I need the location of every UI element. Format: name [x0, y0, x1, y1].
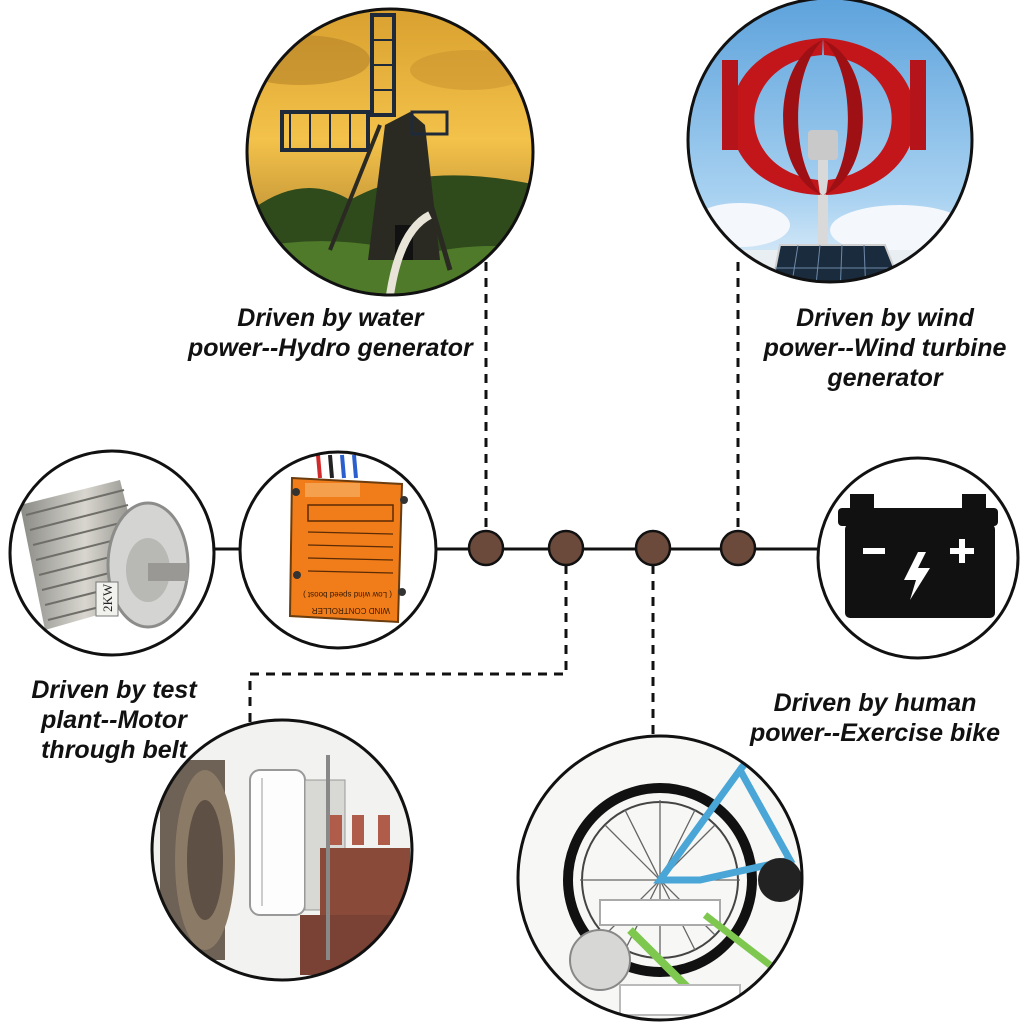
belt-dashed-line: [248, 565, 568, 730]
motor-label-line: plant--Motor: [41, 706, 187, 734]
bike-label-line: power--Exercise bike: [749, 719, 1001, 747]
hydro-generator-photo: [245, 7, 535, 297]
junction-node: [719, 529, 757, 567]
junction-node: [467, 529, 505, 567]
wind-turbine-photo: [686, 0, 974, 284]
controller-label: WIND CONTROLLER: [312, 606, 390, 615]
junction-nodes: [467, 529, 757, 567]
exercise-bike-photo: [516, 734, 804, 1022]
battery-icon: [816, 456, 1020, 660]
wind-label-line: Driven by wind: [796, 304, 974, 332]
motor-photo: 2KW: [8, 449, 216, 657]
bike-label: Driven by human power--Exercise bike: [740, 688, 1010, 748]
junction-node: [547, 529, 585, 567]
wind-controller-photo: ( Low wind speed boost ) WIND CONTROLLER: [238, 450, 438, 650]
controller-sub: ( Low wind speed boost ): [303, 590, 392, 599]
wind-label-line: generator: [827, 364, 943, 392]
motor-label-line: through belt: [41, 736, 187, 764]
motor-stamp: 2KW: [100, 583, 115, 612]
hydro-label-line: Driven by water: [237, 304, 424, 332]
hydro-label-line: power--Hydro generator: [188, 334, 473, 362]
belt-motor-photo: [150, 718, 414, 982]
motor-label: Driven by test plant--Motor through belt: [14, 675, 214, 765]
hydro-label: Driven by water power--Hydro generator: [188, 303, 473, 363]
junction-node: [634, 529, 672, 567]
bike-label-line: Driven by human: [773, 689, 977, 717]
motor-label-line: Driven by test: [31, 676, 197, 704]
wind-label: Driven by wind power--Wind turbine gener…: [760, 303, 1010, 393]
wind-label-line: power--Wind turbine: [763, 334, 1007, 362]
